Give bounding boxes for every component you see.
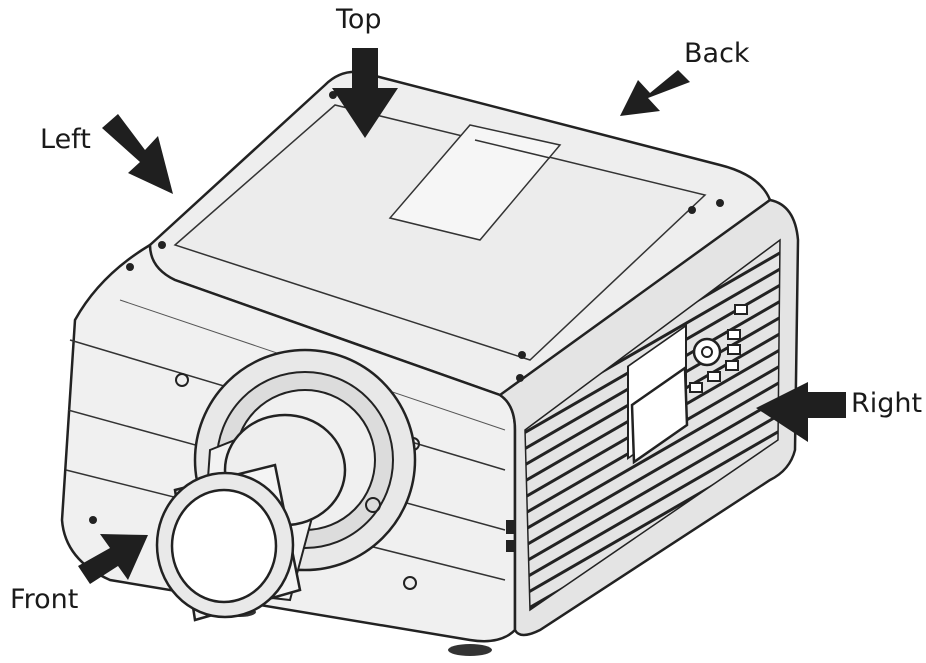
control-button <box>689 382 703 393</box>
enter-button <box>701 346 713 358</box>
arrow-left-icon <box>102 114 173 194</box>
lcd-screen <box>630 365 689 465</box>
arrow-right-icon <box>756 382 846 442</box>
screw <box>688 206 696 214</box>
label-top: Top <box>336 4 382 35</box>
foot-rear <box>448 644 492 656</box>
label-right: Right <box>851 388 923 419</box>
control-button <box>707 371 721 382</box>
screw <box>403 576 417 590</box>
control-button <box>727 344 741 355</box>
control-button <box>734 304 748 315</box>
screw <box>175 373 189 387</box>
screw <box>329 91 337 99</box>
lens-glass <box>170 488 278 604</box>
arrow-back-icon <box>620 70 690 116</box>
arrow-top-icon <box>332 48 398 138</box>
screw <box>518 351 526 359</box>
side-connector <box>506 520 514 534</box>
projector-lens <box>155 348 417 622</box>
arrow-front-icon <box>78 534 148 584</box>
control-button <box>725 360 739 371</box>
top-panel <box>173 104 707 361</box>
label-back: Back <box>684 38 750 69</box>
side-connector <box>506 540 516 552</box>
control-button <box>727 329 741 340</box>
screw <box>126 263 134 271</box>
screw <box>89 516 97 524</box>
label-front: Front <box>10 584 79 615</box>
screw <box>158 241 166 249</box>
screw <box>516 374 524 382</box>
top-label-window <box>388 124 562 241</box>
label-left: Left <box>40 124 91 155</box>
screw <box>716 199 724 207</box>
